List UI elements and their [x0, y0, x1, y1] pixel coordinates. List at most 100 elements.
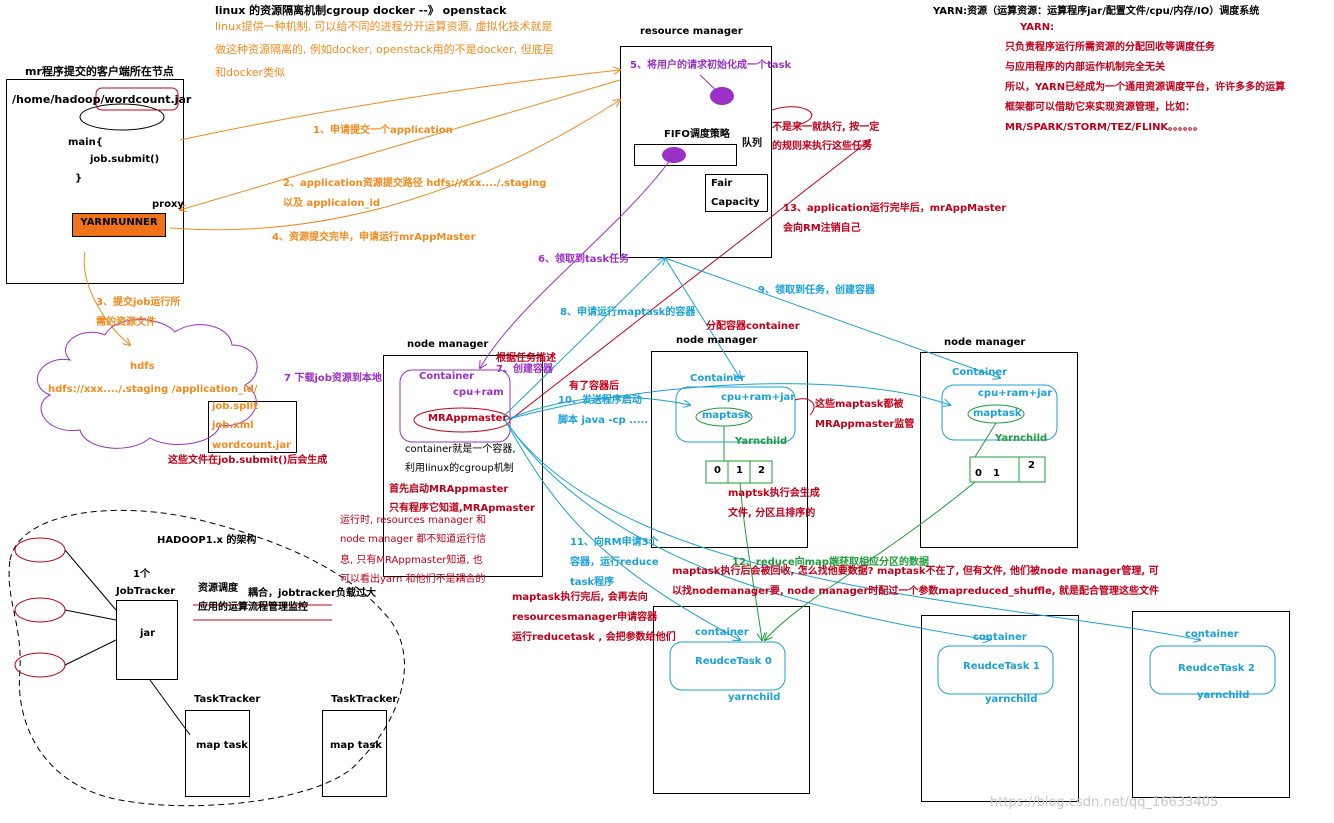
step11-line-3: task程序 [570, 577, 615, 588]
shuffle-note-2: 以找nodemanager要, node manager时配过一个参数mapre… [672, 586, 1160, 597]
shuffle-note-1: maptask执行后会被回收, 怎么找他要数据? maptask不在了, 但有文… [672, 566, 1159, 577]
maptask-2-label: map task [330, 740, 382, 751]
step7-create: 7、创建容器 [496, 364, 553, 375]
step2-label-b: 以及 applicaion_id [283, 198, 381, 209]
hdfs-path: hdfs://xxx..../.staging /application_id/ [48, 384, 258, 395]
yarnrunner-box: YARNRUNNER [72, 213, 166, 237]
yarn-line-3: 与应用程序的内部运作机制完全无关 [1005, 62, 1165, 73]
yarn-line-5: 框架都可以借助它来实现资源管理，比如： [1005, 102, 1195, 113]
step4-label: 4、资源提交完毕，申请运行mrAppMaster [272, 232, 476, 243]
hdfs-file-jar: wordcount.jar [212, 440, 291, 451]
runtime-note-2: node manager 都不知道运行信 [340, 534, 487, 545]
step6-label: 6、领取到task任务 [538, 254, 630, 265]
proxy-label: proxy [152, 199, 184, 210]
yarn-title: YARN:资源（运算资源：运算程序jar/配置文件/cpu/内存/IO）调度系统 [933, 6, 1260, 17]
runtime-note-3: 息, 只有MRAppmaster知道, 也 [340, 555, 483, 566]
step9-alloc: 分配容器container [706, 321, 800, 332]
reduce-2-container: container [1185, 629, 1239, 640]
step1-label: 1、申请提交一个application [313, 125, 453, 136]
reduce-0-task: ReudceTask 0 [695, 656, 772, 667]
hadoop1-coupled: 耦合，jobtracker负载过大 [248, 588, 376, 599]
jobtracker-box [116, 600, 178, 680]
yarn-line-2: 只负责程序运行所需资源的分配回收等调度任务 [1005, 42, 1215, 53]
step3-label-b: 需的资源文件 [96, 317, 156, 328]
maptask-done-2: resourcesmanager申请容器 [512, 612, 658, 623]
client-path: /home/hadoop/wordcount.jar [12, 93, 192, 106]
cgroup-title: linux 的资源隔离机制cgroup docker --》 openstack [215, 4, 507, 17]
nm1-red-2: 只有程序它知道,MRApmaster [389, 503, 535, 514]
fair-label: Fair [711, 178, 733, 189]
mrappmaster-label: MRAppmaster [428, 413, 508, 424]
nm2-yarnchild: Yarnchild [735, 436, 788, 447]
wordcount-jar: wordcount.jar [104, 93, 192, 106]
step12-label: 12、reduce向map端获取相应分区的数据 [732, 557, 929, 568]
reduce-0-child: yarnchild [728, 692, 781, 703]
code-main: main{ [68, 137, 103, 148]
nm1-gray-1: container就是一个容器, [405, 444, 516, 455]
tasktracker-2-label: TaskTracker [331, 694, 398, 705]
step8-label: 8、申请运行maptask的容器 [560, 307, 696, 318]
reduce-2-child: yarnchild [1197, 690, 1250, 701]
capacity-label: Capacity [711, 197, 760, 208]
nm2-note-1: maptsk执行会生成 [728, 488, 820, 499]
hdfs-file-split: job.split [212, 401, 259, 412]
yarn-line-6: MR/SPARK/STORM/TEZ/FLINK。。。。。。 [1005, 122, 1204, 133]
hadoop1-one: 1个 [133, 569, 150, 580]
nm3-partition-2: 2 [1028, 460, 1035, 471]
not-first-come-2: 的规则来执行这些任务 [772, 141, 872, 152]
step10-script: 脚本 java -cp ..... [558, 415, 649, 426]
code-close: } [75, 173, 83, 184]
reduce-2-task: ReudceTask 2 [1178, 663, 1255, 674]
cgroup-desc-3: 和docker类似 [215, 66, 286, 79]
tasktracker-2-box [322, 710, 387, 797]
client-title: mr程序提交的客户端所在节点 [25, 65, 174, 78]
nm1-cpu-label: cpu+ram [453, 387, 504, 398]
nm1-title: node manager [407, 339, 489, 350]
rm-title: resource manager [640, 26, 743, 37]
nm3-partition-0: 0 [975, 468, 982, 479]
jobtracker-label: JobTracker [116, 586, 176, 597]
not-first-come-1: 不是来一就执行, 按一定 [772, 122, 880, 133]
cgroup-desc-1: linux提供一种机制, 可以给不同的进程分开运算资源, 虚拟化技术就是 [215, 20, 553, 33]
step2-label: 2、application资源提交路径 hdfs://xxx..../.stag… [283, 178, 547, 189]
cgroup-desc-2: 做这种资源隔离的, 例如docker, openstack用的不是docker,… [215, 43, 554, 56]
nm2-partition-2: 2 [758, 465, 765, 476]
reduce-0-container: container [695, 627, 749, 638]
step13-label: 13、application运行完毕后，mrAppMaster [783, 203, 1007, 214]
nm3-partition-1: 1 [993, 468, 1000, 479]
nm2-container-label: Container [690, 373, 746, 384]
nm3-container-label: Container [952, 367, 1008, 378]
nm2-maptask-label: maptask [702, 410, 751, 421]
hdfs-file-xml: job.xml [212, 420, 254, 431]
nm2-partition-0: 0 [714, 465, 721, 476]
client-node-box [6, 79, 184, 284]
monitor-note-2: MRAppmaster监管 [815, 419, 915, 430]
step7-label: 7 下载job资源到本地 [284, 373, 382, 384]
yarn-line-1: YARN: [1020, 22, 1055, 33]
step11-line-2: 容器，运行reduce [570, 557, 659, 568]
nm1-container-label: Container [419, 371, 475, 382]
nm2-cpu-label: cpu+ram+jar [721, 392, 796, 403]
hadoop1-title: HADOOP1.x 的架构 [157, 535, 257, 546]
nm1-red-1: 首先启动MRAppmaster [389, 484, 509, 495]
fifo-label: FIFO调度策略 [664, 129, 730, 140]
hadoop1-note1: 资源调度 [198, 583, 238, 594]
hdfs-note: 这些文件在job.submit()后会生成 [168, 455, 328, 466]
nm3-yarnchild: Yarnchild [995, 433, 1048, 444]
nm1-gray-2: 利用linux的cgroup机制 [405, 463, 514, 474]
reduce-box-2 [1132, 611, 1290, 798]
maptask-done-3: 运行reducetask , 会把参数给他们 [512, 632, 676, 643]
monitor-note-1: 这些maptask都被 [815, 399, 904, 410]
runtime-note-4: 可以看出yarn 和他们不是耦合的 [340, 574, 486, 585]
tasktracker-1-box [185, 710, 250, 797]
tasktracker-1-label: TaskTracker [194, 694, 261, 705]
step3-label: 3、提交job运行所 [96, 297, 181, 308]
reduce-1-task: ReudceTask 1 [963, 661, 1040, 672]
hadoop1-note2: 应用的运算流程管理监控 [198, 602, 308, 613]
step10-have: 有了容器后 [569, 381, 619, 392]
step5-label: 5、将用户的请求初始化成一个task [630, 60, 792, 71]
reduce-1-child: yarnchild [985, 694, 1038, 705]
yarn-line-4: 所以，YARN已经成为一个通用资源调度平台，许许多多的运算 [1005, 82, 1286, 93]
nm2-title: node manager [676, 335, 758, 346]
nm3-maptask-label: maptask [973, 408, 1022, 419]
